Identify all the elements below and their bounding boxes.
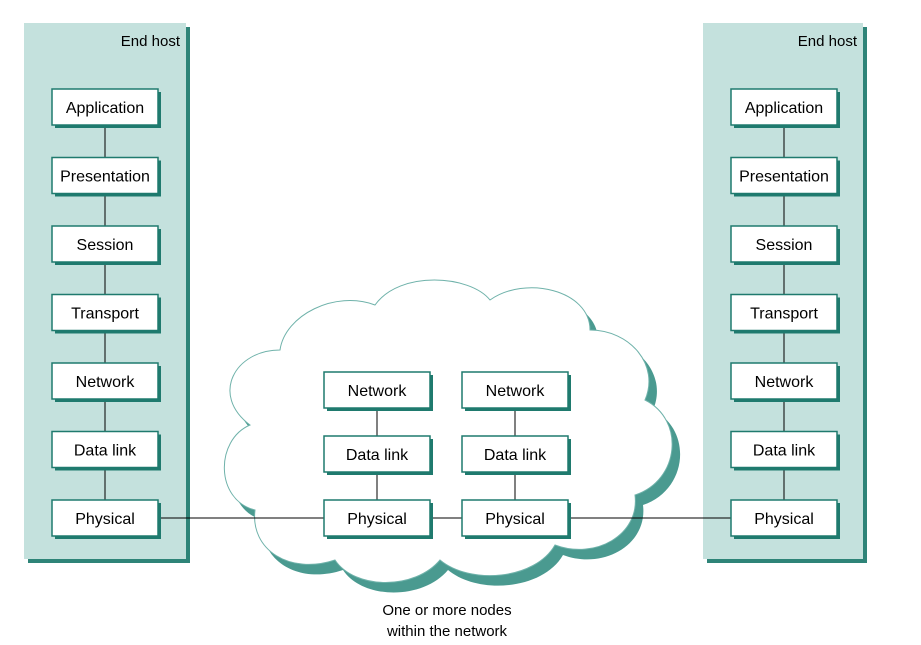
left-host-title: End host xyxy=(121,33,181,50)
cloud-body xyxy=(223,279,673,583)
right-host-layer-session: Session xyxy=(730,225,840,265)
right-host-layer-physical-label: Physical xyxy=(754,511,814,528)
right-host-title: End host xyxy=(798,33,858,50)
node-1-layer-data-link-label: Data link xyxy=(346,447,409,464)
left-host-layer-data-link-box xyxy=(51,430,159,469)
left-host-layers: ApplicationPresentationSessionTransportN… xyxy=(51,88,161,539)
left-host-layer-physical: Physical xyxy=(51,499,161,539)
node-1-layer-network: Network xyxy=(323,371,433,411)
connector-lines xyxy=(104,125,785,519)
right-host-layer-network-label: Network xyxy=(755,374,815,391)
node-1-layer-physical-label: Physical xyxy=(347,511,407,528)
left-host-layer-presentation-label: Presentation xyxy=(60,169,150,186)
left-host-layer-session: Session xyxy=(51,225,161,265)
left-host-layer-data-link-label: Data link xyxy=(74,443,137,460)
right-host-layer-physical-box xyxy=(730,499,838,537)
node-1-layer-physical: Physical xyxy=(323,499,433,539)
left-host-layer-transport-box xyxy=(51,293,159,332)
right-host-layer-network-box xyxy=(730,362,838,400)
node-1-layer-physical-box xyxy=(323,499,431,537)
network-cloud xyxy=(223,279,681,593)
node-2-layer-data-link-box xyxy=(461,435,569,473)
left-host-layer-network-label: Network xyxy=(76,374,136,391)
right-host-layer-transport-box xyxy=(730,293,838,332)
node-2-layer-physical: Physical xyxy=(461,499,571,539)
caption-line-2: within the network xyxy=(386,623,508,640)
right-host-layer-presentation-box xyxy=(730,156,838,195)
right-host-layer-data-link: Data link xyxy=(730,430,840,471)
node-2-layer-data-link-label: Data link xyxy=(484,447,547,464)
left-host-layer-network-box xyxy=(51,362,159,400)
right-host-layer-data-link-box xyxy=(730,430,838,469)
left-host-layer-data-link: Data link xyxy=(51,430,161,471)
left-host-layer-application-box xyxy=(51,88,159,126)
left-host-layer-application: Application xyxy=(51,88,161,128)
left-host-layer-physical-box xyxy=(51,499,159,537)
node-1-layer-data-link: Data link xyxy=(323,435,433,475)
right-host-layer-transport-label: Transport xyxy=(750,306,818,323)
right-host-layer-presentation-label: Presentation xyxy=(739,169,829,186)
right-host-layer-physical: Physical xyxy=(730,499,840,539)
node-2-layer-network: Network xyxy=(461,371,571,411)
node-2-layer-network-label: Network xyxy=(486,383,546,400)
right-host-layer-application-label: Application xyxy=(745,100,823,117)
left-host-layer-transport-label: Transport xyxy=(71,306,139,323)
left-host-layer-presentation-box xyxy=(51,156,159,195)
left-host-layer-network: Network xyxy=(51,362,161,402)
right-host-layer-transport: Transport xyxy=(730,293,840,334)
left-host-layer-application-label: Application xyxy=(66,100,144,117)
right-host-layer-application-box xyxy=(730,88,838,126)
right-host-layer-presentation: Presentation xyxy=(730,156,840,197)
right-host-layer-application: Application xyxy=(730,88,840,128)
node-2-layer-physical-label: Physical xyxy=(485,511,545,528)
right-host-layer-data-link-label: Data link xyxy=(753,443,816,460)
left-host-layer-session-box xyxy=(51,225,159,263)
left-host-layer-physical-label: Physical xyxy=(75,511,135,528)
left-host-layer-transport: Transport xyxy=(51,293,161,334)
right-host-layers: ApplicationPresentationSessionTransportN… xyxy=(730,88,840,539)
caption-line-1: One or more nodes xyxy=(382,602,511,619)
node-1-layer-network-box xyxy=(323,371,431,409)
node-1-layer-network-label: Network xyxy=(348,383,408,400)
right-host-layer-session-box xyxy=(730,225,838,263)
left-host-layer-presentation: Presentation xyxy=(51,156,161,197)
node-2-layer-physical-box xyxy=(461,499,569,537)
node-1-layer-data-link-box xyxy=(323,435,431,473)
network-caption: One or more nodes within the network xyxy=(382,602,511,640)
left-host-layer-session-label: Session xyxy=(77,237,134,254)
node-2-layer-network-box xyxy=(461,371,569,409)
right-host-layer-session-label: Session xyxy=(756,237,813,254)
node-2-layer-data-link: Data link xyxy=(461,435,571,475)
right-host-layer-network: Network xyxy=(730,362,840,402)
